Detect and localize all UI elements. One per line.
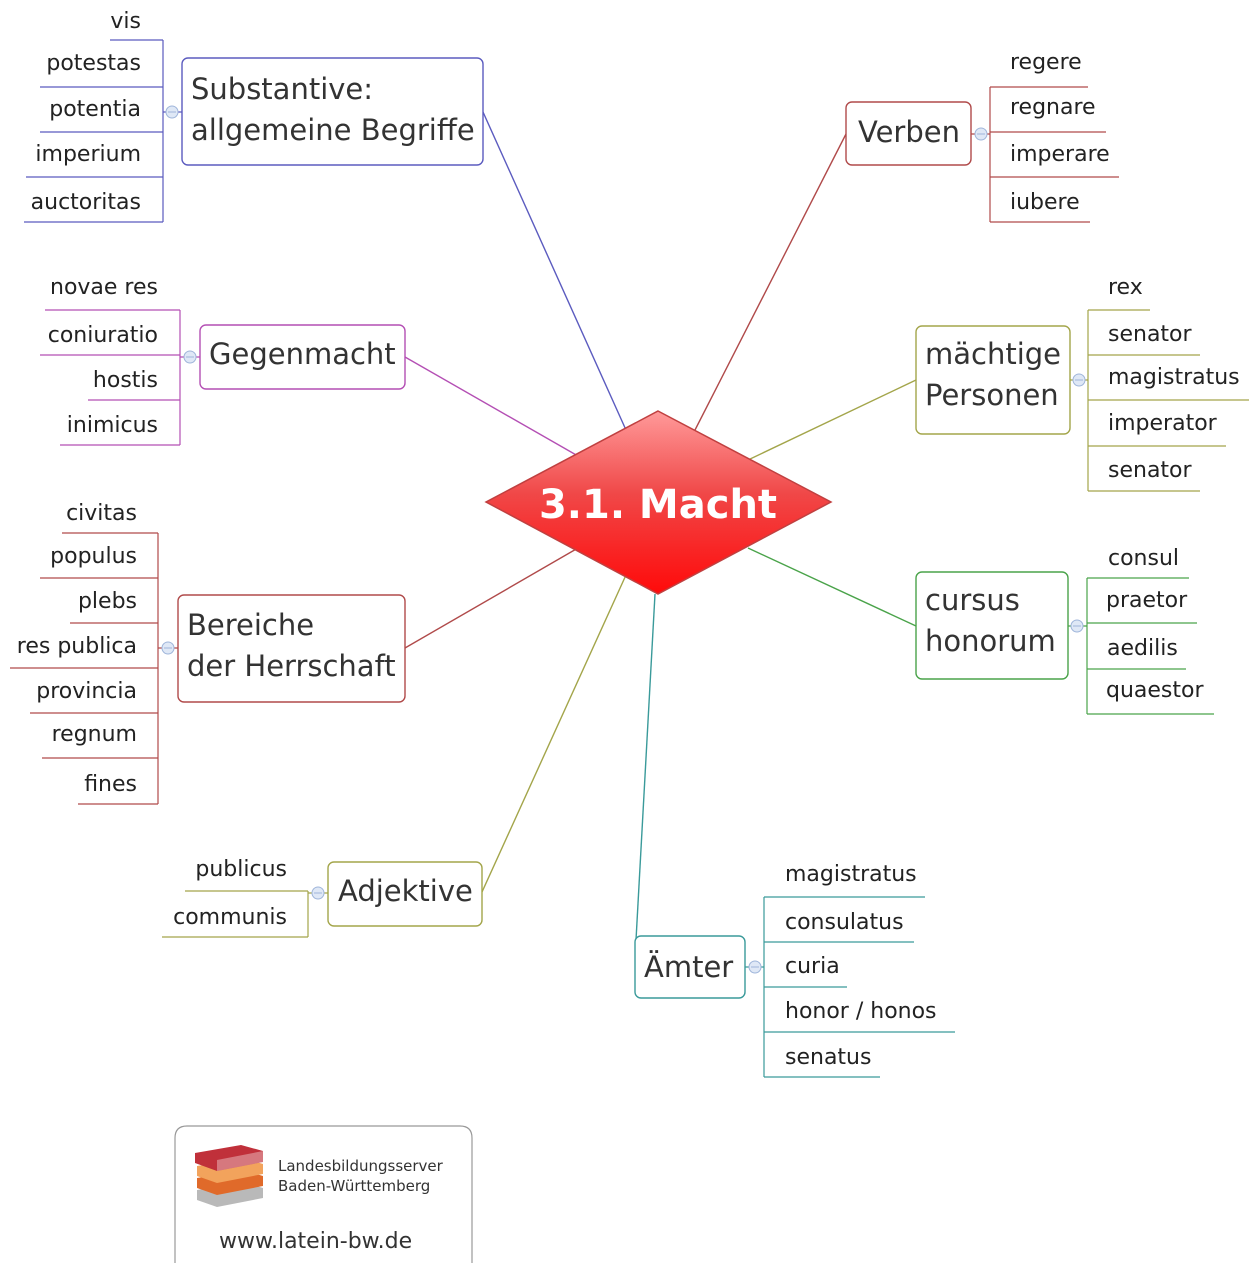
leaf-item[interactable]: regere	[1010, 50, 1082, 75]
leaf-item[interactable]: communis	[173, 905, 287, 930]
leaf-item[interactable]: senatus	[785, 1045, 872, 1070]
leaf-item[interactable]: regnum	[51, 722, 137, 747]
node-label-personen: mächtige Personen	[925, 334, 1061, 415]
collapse-handle-aemter[interactable]	[748, 960, 762, 974]
leaf-item[interactable]: magistratus	[1108, 365, 1240, 390]
leaf-item[interactable]: quaestor	[1106, 678, 1204, 703]
leaf-item[interactable]: publicus	[195, 857, 287, 882]
leaf-item[interactable]: consulatus	[785, 910, 904, 935]
collapse-handle-personen[interactable]	[1072, 373, 1086, 387]
logo-org-name: Landesbildungsserver Baden-Württemberg	[278, 1157, 443, 1196]
leaf-item[interactable]: praetor	[1106, 588, 1188, 613]
collapse-handle-gegenmacht[interactable]	[183, 350, 197, 364]
leaf-item[interactable]: honor / honos	[785, 999, 937, 1024]
connectors	[404, 111, 917, 941]
leaf-item[interactable]: aedilis	[1107, 636, 1178, 661]
leaf-item[interactable]: imperium	[35, 142, 141, 167]
leaf-item[interactable]: hostis	[92, 368, 158, 393]
books-logo-icon	[195, 1145, 263, 1207]
connector-personen	[747, 379, 917, 461]
leaf-item[interactable]: regnare	[1010, 95, 1096, 120]
connector-adjektive	[481, 574, 627, 893]
node-label-aemter: Ämter	[644, 947, 733, 988]
leaf-item[interactable]: res publica	[16, 634, 137, 659]
leaf-item[interactable]: fines	[84, 772, 137, 797]
node-label-verben: Verben	[858, 112, 960, 153]
leaf-item[interactable]: novae res	[50, 275, 158, 300]
leaf-item[interactable]: curia	[785, 954, 840, 979]
node-label-adjektive: Adjektive	[338, 871, 473, 912]
node-boxes	[177, 57, 1071, 999]
leaf-item[interactable]: magistratus	[785, 862, 917, 887]
node-personen-line2: Personen	[925, 377, 1059, 412]
leaf-item[interactable]: senator	[1108, 322, 1192, 347]
leaf-item[interactable]: inimicus	[66, 413, 158, 438]
connector-bereiche	[404, 547, 579, 649]
leaf-item[interactable]: imperare	[1010, 142, 1110, 167]
node-label-gegenmacht: Gegenmacht	[209, 334, 396, 375]
connector-cursus	[747, 547, 917, 627]
leaf-item[interactable]: provincia	[36, 679, 137, 704]
node-label-cursus: cursus honorum	[925, 580, 1056, 661]
leaf-item[interactable]: senator	[1108, 458, 1192, 483]
logo-url[interactable]: www.latein-bw.de	[219, 1229, 413, 1254]
node-box-adjektive[interactable]	[327, 861, 483, 927]
node-cursus-line2: honorum	[925, 623, 1056, 658]
collapse-handle-substantive[interactable]	[165, 105, 179, 119]
node-substantive-line2: allgemeine Begriffe	[191, 112, 475, 147]
node-label-substantive: Substantive: allgemeine Begriffe	[191, 69, 475, 150]
leaf-item[interactable]: consul	[1108, 546, 1180, 571]
leaf-item[interactable]: plebs	[77, 589, 137, 614]
node-adjektive-line1: Adjektive	[338, 874, 473, 908]
connector-verben	[694, 133, 847, 431]
node-label-bereiche: Bereiche der Herrschaft	[187, 605, 396, 686]
connector-gegenmacht	[404, 356, 579, 457]
node-cursus-line1: cursus	[925, 583, 1020, 617]
leaf-item[interactable]: populus	[50, 544, 137, 569]
logo-line2: Baden-Württemberg	[278, 1176, 431, 1195]
node-bereiche-line1: Bereiche	[187, 608, 315, 642]
connector-aemter	[635, 593, 656, 941]
leaf-item[interactable]: rex	[1108, 275, 1143, 300]
node-gegenmacht-line1: Gegenmacht	[209, 337, 396, 371]
leaf-item[interactable]: auctoritas	[30, 190, 141, 215]
leaf-item[interactable]: civitas	[66, 501, 137, 526]
collapse-handle-verben[interactable]	[974, 127, 988, 141]
collapse-handle-bereiche[interactable]	[161, 641, 175, 655]
collapse-handle-adjektive[interactable]	[311, 886, 325, 900]
node-bereiche-line2: der Herrschaft	[187, 648, 396, 683]
connector-substantive	[482, 111, 627, 431]
center-diamond[interactable]	[484, 410, 833, 595]
node-substantive-line1: Substantive:	[191, 72, 374, 106]
leaf-item[interactable]: coniuratio	[47, 323, 158, 348]
node-personen-line1: mächtige	[925, 337, 1062, 371]
node-verben-line1: Verben	[858, 115, 960, 149]
leaf-item[interactable]: iubere	[1010, 190, 1080, 215]
leaf-item[interactable]: vis	[110, 9, 141, 34]
leaf-item[interactable]: potestas	[46, 51, 141, 76]
leaf-item[interactable]: potentia	[49, 97, 141, 122]
collapse-handles	[161, 105, 1086, 974]
center-title: 3.1. Macht	[539, 482, 777, 528]
node-aemter-line1: Ämter	[644, 950, 734, 984]
leaf-item[interactable]: imperator	[1108, 411, 1217, 436]
collapse-handle-cursus[interactable]	[1070, 619, 1084, 633]
logo-line1: Landesbildungsserver	[278, 1157, 443, 1175]
